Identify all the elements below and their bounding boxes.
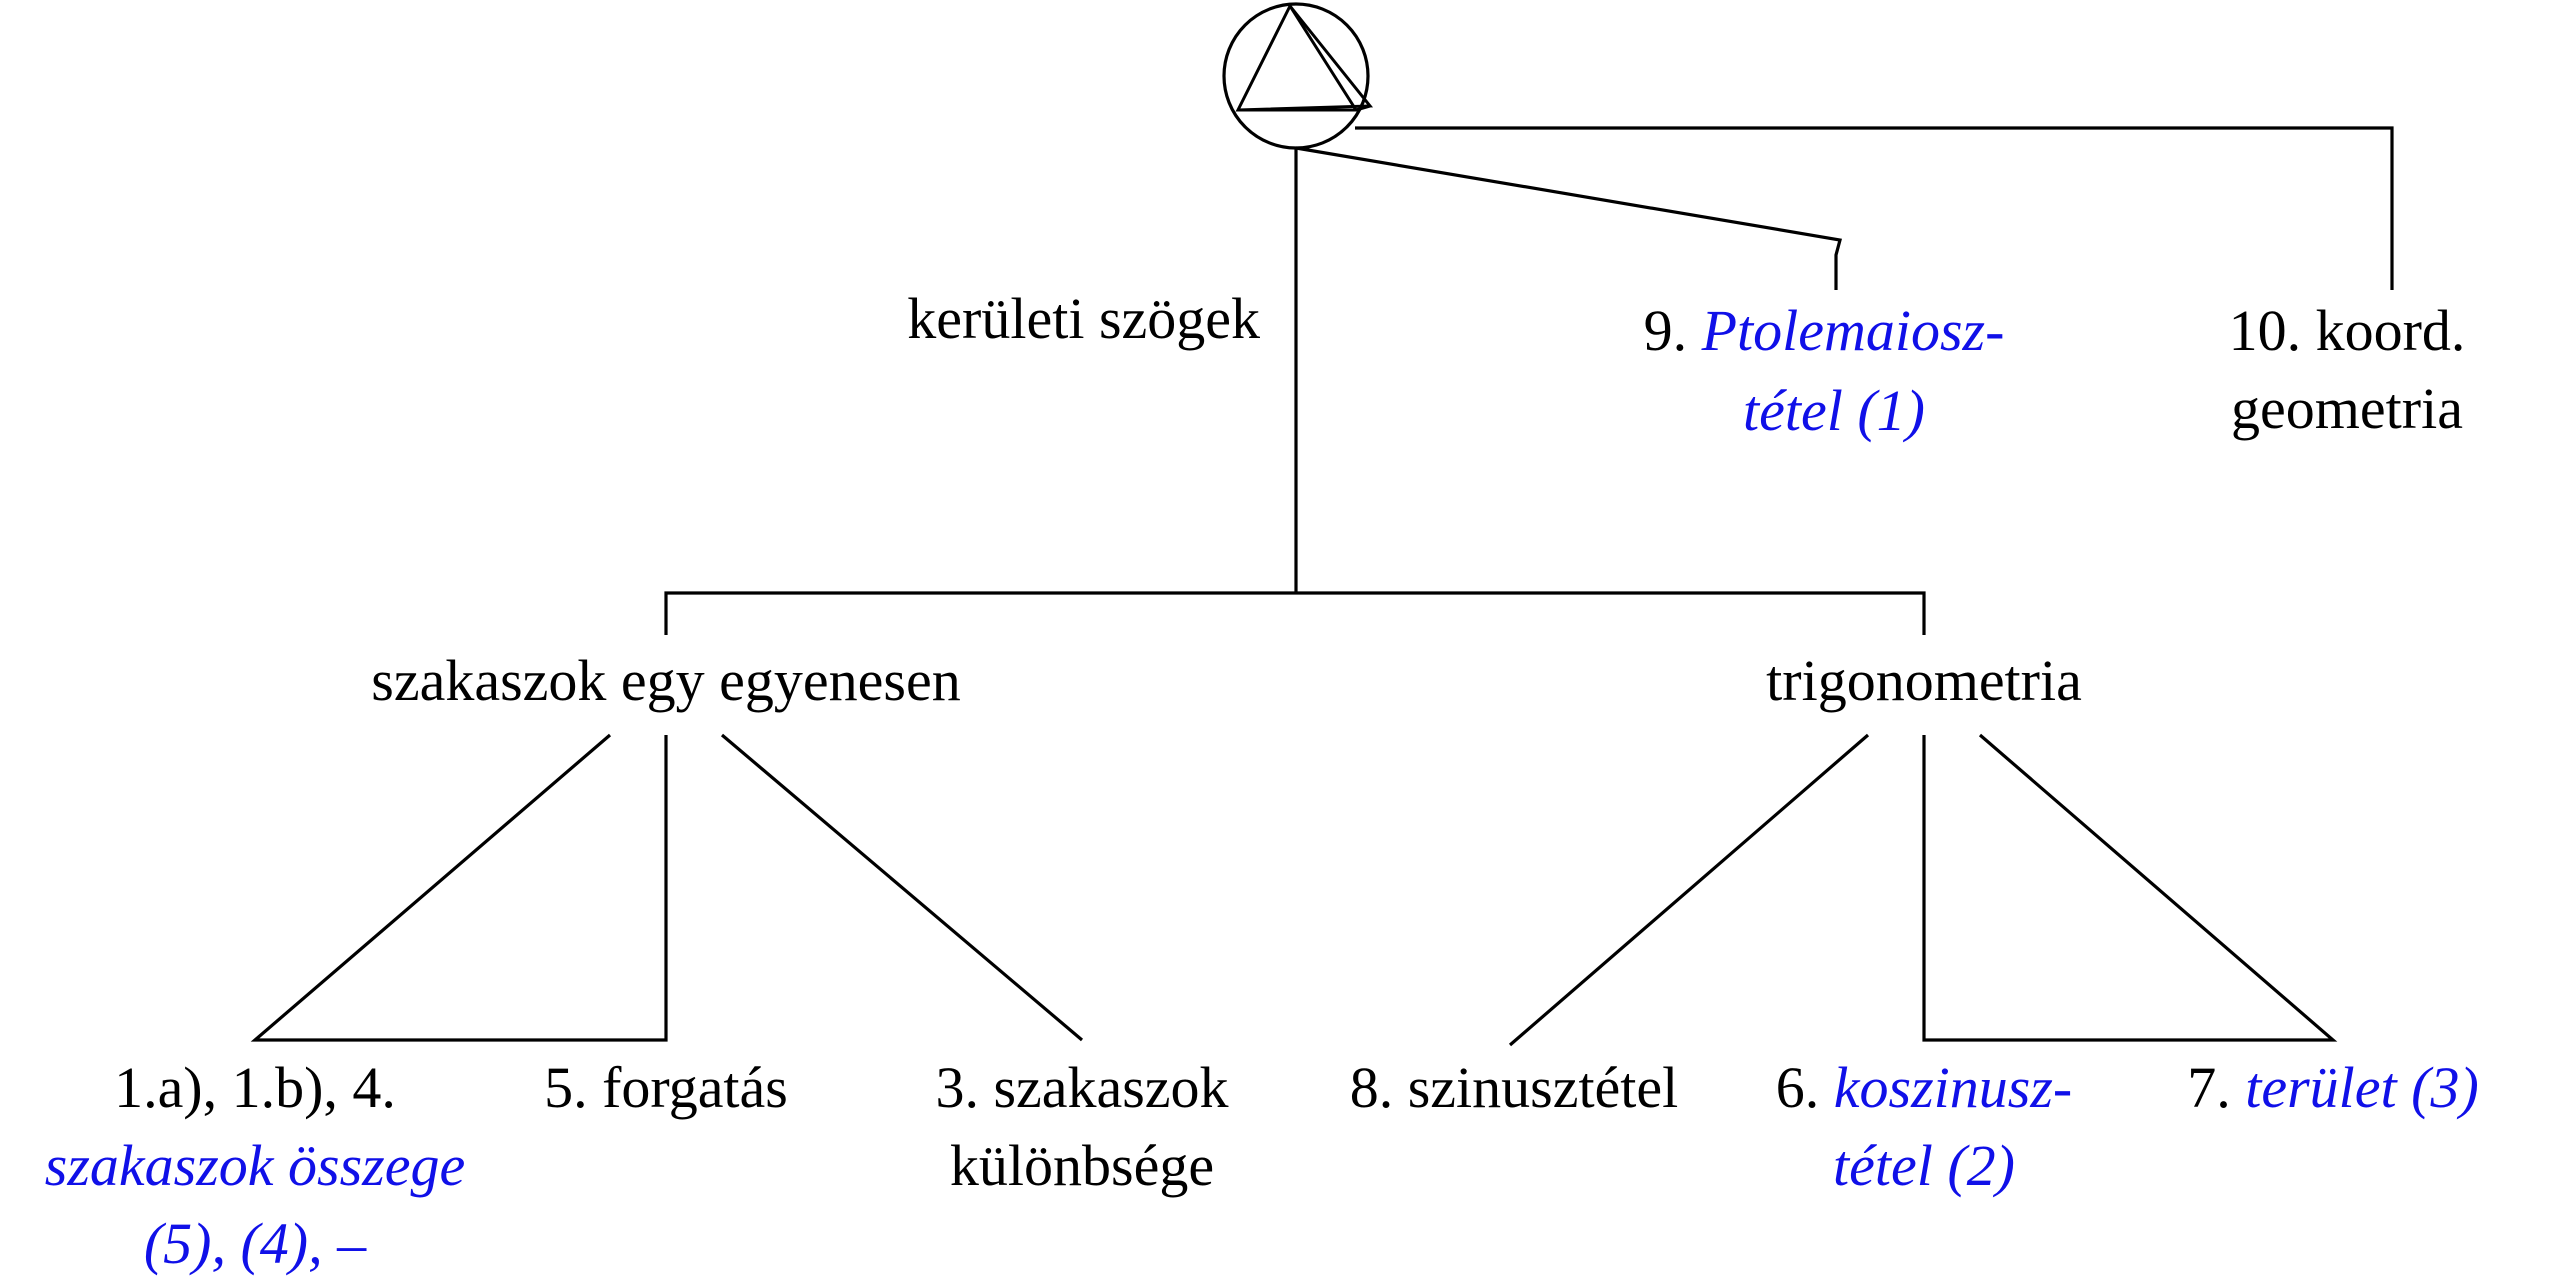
label-sum-title: szakaszok összege (45, 1133, 465, 1198)
label-sum-counts: (5), (4), – (144, 1211, 367, 1276)
label-sum-numbers: 1.a), 1.b), 4. (114, 1055, 396, 1120)
circle-inscribed-triangle-icon (1222, 2, 1374, 150)
label-cosine-line2: tétel (2) (1833, 1133, 2015, 1198)
label-ptolemy-number: 9. (1644, 298, 1702, 363)
label-area-title: terület (3) (2245, 1055, 2479, 1120)
label-trigonometry: trigonometria (1766, 648, 2082, 713)
edge-trig-to-cosine-area (1922, 733, 2338, 1042)
label-cosine-number: 6. (1776, 1055, 1834, 1120)
tree-edges (250, 126, 2394, 1047)
label-ptolemy-title: Ptolemaiosz- (1701, 298, 2005, 363)
edge-root-to-ptolemy (1295, 146, 1842, 290)
label-inscribed-angles: kerületi szögek (907, 286, 1260, 351)
label-cosine-title: koszinusz- (1834, 1055, 2072, 1120)
edge-segments-to-difference (720, 733, 1084, 1042)
label-segments-on-line: szakaszok egy egyenesen (371, 648, 960, 713)
label-rotation: 5. forgatás (544, 1055, 788, 1120)
label-sine: 8. szinusztétel (1350, 1055, 1679, 1120)
label-ptolemy-line2: tétel (1) (1743, 378, 1925, 443)
label-cosine-line1: 6. koszinusz- (1776, 1055, 2072, 1120)
edge-split-segments (664, 591, 1296, 635)
label-area-number: 7. (2187, 1055, 2245, 1120)
edge-split-trigonometry (1296, 591, 1926, 635)
label-area: 7. terület (3) (2187, 1055, 2479, 1120)
label-ptolemy-line1: 9. Ptolemaiosz- (1644, 298, 2005, 363)
label-coord-line2: geometria (2231, 376, 2463, 441)
label-difference-line2: különbsége (950, 1133, 1214, 1198)
edge-trig-to-sine (1508, 733, 1870, 1047)
edge-segments-to-sum (250, 733, 668, 1042)
label-coord-line1: 10. koord. (2229, 298, 2466, 363)
label-difference-line1: 3. szakaszok (935, 1055, 1228, 1120)
edge-root-to-coord-geometry (1355, 126, 2394, 290)
